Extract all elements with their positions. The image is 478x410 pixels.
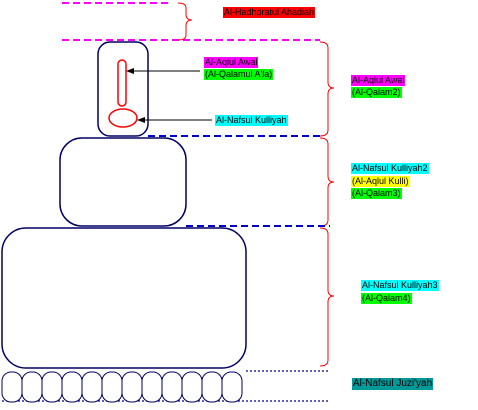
juziyah-cells	[1, 371, 243, 403]
juziyah-cell	[21, 371, 43, 403]
arrow-nafsul	[137, 117, 212, 123]
label-nafsul-juziyah: Al-Nafsul Juzi'yah	[352, 378, 434, 390]
juziyah-cell	[81, 371, 103, 403]
label-qalam4: (Al-Qalam4)	[361, 293, 412, 304]
label-aqlul-awal-right-text: Al-Aqlul Awal	[351, 75, 406, 86]
juziyah-cell	[221, 371, 243, 403]
juziyah-cell	[181, 371, 203, 403]
label-hadhoratul: Al-Hadhoratul Ahadiah	[223, 7, 316, 18]
aqlul-awal-box	[97, 41, 149, 137]
label-qalamul-ala-text: (Al-Qalamul A'la)	[204, 69, 274, 80]
juziyah-cell	[201, 371, 223, 403]
label-qalamul-ala: (Al-Qalamul A'la)	[204, 69, 274, 80]
label-qalam2-text: (Al-Qalam2)	[351, 87, 402, 98]
juziyah-cell	[61, 371, 83, 403]
label-aqlul-kulli: (Al-Aqlul Kulli)	[351, 176, 410, 187]
qalam-shape	[117, 59, 127, 107]
label-qalam2: (Al-Qalam2)	[351, 87, 402, 98]
label-qalam4-text: (Al-Qalam4)	[361, 293, 412, 304]
label-nafsul-kulliyah2-text: Al-Nafsul Kulliyah2	[351, 163, 429, 174]
nafsul-ellipse	[108, 108, 138, 128]
label-qalam3: (Al-Qalam3)	[351, 188, 402, 199]
juziyah-cell	[121, 371, 143, 403]
label-nafsul-kulliyah2: Al-Nafsul Kulliyah2	[351, 163, 429, 174]
label-aqlul-awal-small-text: Al-Aqlul Awal	[204, 57, 259, 68]
label-nafsul-kulliyah-small-text: Al-Nafsul Kulliyah	[215, 115, 288, 126]
label-aqlul-awal-right: Al-Aqlul Awal	[351, 75, 406, 86]
juziyah-cell	[1, 371, 23, 403]
juziyah-cell	[101, 371, 123, 403]
bracket-nafsul-kulliyah2	[319, 137, 335, 227]
label-nafsul-juziyah-text: Al-Nafsul Juzi'yah	[352, 378, 434, 390]
arrow-qalamul	[126, 68, 200, 74]
juziyah-cell	[41, 371, 63, 403]
nafsul-kulliyah2-box	[59, 137, 187, 227]
juziyah-cell	[161, 371, 183, 403]
nafsul-kulliyah3-box	[1, 227, 247, 369]
label-nafsul-kulliyah3-text: Al-Nafsul Kulliyah3	[361, 280, 439, 291]
juziyah-cell	[141, 371, 163, 403]
bracket-nafsul-kulliyah3	[319, 227, 335, 367]
label-nafsul-kulliyah-small: Al-Nafsul Kulliyah	[215, 115, 288, 126]
label-hadhoratul-text: Al-Hadhoratul Ahadiah	[223, 7, 316, 18]
label-aqlul-kulli-text: (Al-Aqlul Kulli)	[351, 176, 410, 187]
bracket-hadhoratul	[177, 2, 193, 41]
label-nafsul-kulliyah3: Al-Nafsul Kulliyah3	[361, 280, 439, 291]
label-qalam3-text: (Al-Qalam3)	[351, 188, 402, 199]
bracket-aqlul-awal	[319, 41, 335, 137]
label-aqlul-awal-small: Al-Aqlul Awal	[204, 57, 259, 68]
